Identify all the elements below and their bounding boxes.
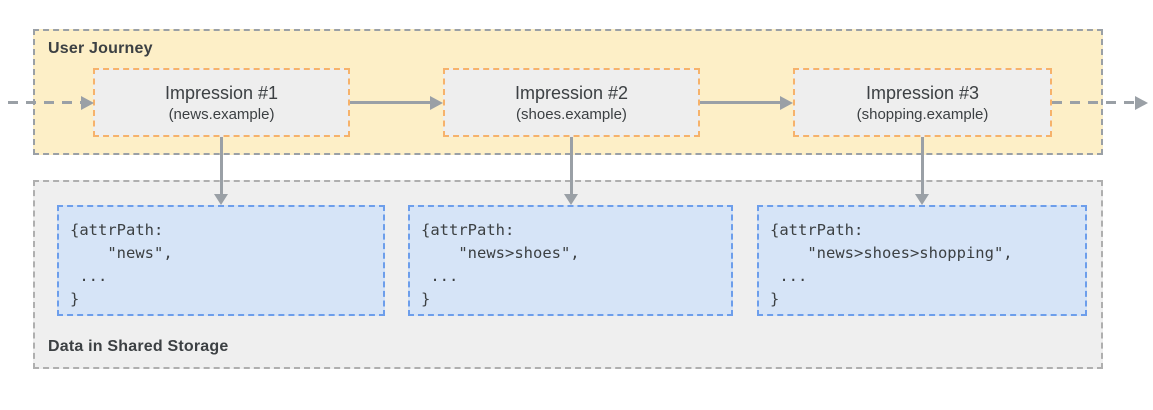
impression-3-box: Impression #3 (shopping.example) bbox=[793, 68, 1052, 137]
journey-exit-dashed-line bbox=[1052, 101, 1135, 104]
shared-storage-entry-3: {attrPath: "news>shoes>shopping", ... } bbox=[757, 205, 1087, 316]
attr-path-code-2: {attrPath: "news>shoes", ... } bbox=[421, 221, 580, 308]
impression-2-title: Impression #2 bbox=[514, 82, 629, 103]
impression-3-domain: (shopping.example) bbox=[856, 105, 989, 123]
impression-1-box: Impression #1 (news.example) bbox=[93, 68, 350, 137]
write-arrowhead-1-icon bbox=[214, 194, 228, 205]
impression-2-domain: (shoes.example) bbox=[516, 105, 627, 123]
journey-entry-dashed-line bbox=[8, 101, 81, 104]
write-arrow-line-2 bbox=[570, 137, 573, 194]
write-arrowhead-3-icon bbox=[915, 194, 929, 205]
write-arrowhead-2-icon bbox=[564, 194, 578, 205]
shared-storage-label: Data in Shared Storage bbox=[48, 338, 229, 355]
journey-entry-arrowhead-icon bbox=[81, 95, 94, 110]
write-arrow-line-3 bbox=[921, 137, 924, 194]
attr-path-code-1: {attrPath: "news", ... } bbox=[70, 221, 173, 308]
impression-3-title: Impression #3 bbox=[865, 82, 980, 103]
write-arrow-line-1 bbox=[220, 137, 223, 194]
impression-1-title: Impression #1 bbox=[164, 82, 279, 103]
arrow-line-impression2-to-3 bbox=[700, 101, 781, 104]
shared-storage-entry-1: {attrPath: "news", ... } bbox=[57, 205, 385, 316]
impression-1-domain: (news.example) bbox=[168, 105, 275, 123]
user-journey-label: User Journey bbox=[48, 40, 153, 57]
journey-exit-arrowhead-icon bbox=[1135, 95, 1148, 110]
shared-storage-entry-2: {attrPath: "news>shoes", ... } bbox=[408, 205, 733, 316]
arrow-line-impression1-to-2 bbox=[350, 101, 431, 104]
attr-path-code-3: {attrPath: "news>shoes>shopping", ... } bbox=[770, 221, 1013, 308]
arrowhead-impression1-to-2-icon bbox=[430, 95, 443, 110]
arrowhead-impression2-to-3-icon bbox=[780, 95, 793, 110]
impression-2-box: Impression #2 (shoes.example) bbox=[443, 68, 700, 137]
